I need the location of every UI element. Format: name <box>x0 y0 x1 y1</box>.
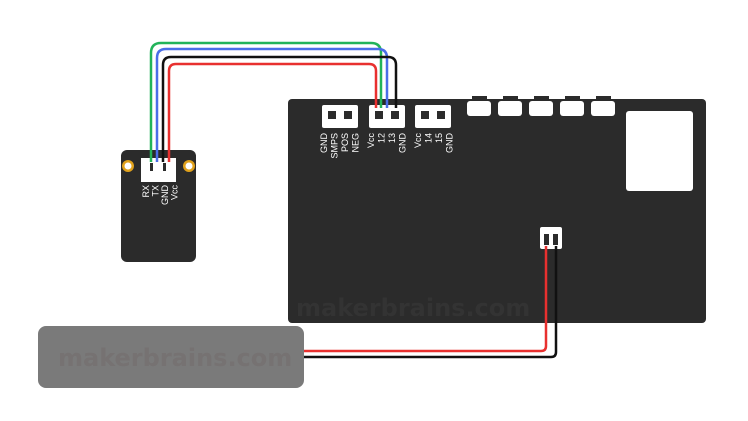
pin-label: GND <box>445 133 455 154</box>
pin-label: 13 <box>387 133 397 143</box>
pin-label: Vcc <box>170 185 180 201</box>
pin-label: 12 <box>377 133 387 143</box>
battery-pack: makerbrains.com <box>38 326 304 388</box>
pin-label: SMPS <box>330 133 340 159</box>
serial-module-body <box>121 150 196 262</box>
board-watermark: makerbrains.com <box>296 294 530 322</box>
wire-tx-blue <box>155 47 389 162</box>
pin-label: POS <box>340 133 350 152</box>
controller-board-body <box>288 99 706 323</box>
board-button[interactable] <box>560 96 584 116</box>
pin-label: 15 <box>434 133 444 143</box>
controller-board: makerbrains.com <box>288 96 706 323</box>
pin-label: TX <box>151 185 161 197</box>
battery-watermark: makerbrains.com <box>58 344 292 372</box>
board-button[interactable] <box>498 96 522 116</box>
serial-header <box>369 105 405 128</box>
board-button[interactable] <box>591 96 615 116</box>
wire-vcc-red <box>167 62 378 162</box>
io-header <box>415 105 451 128</box>
pin-label: Vcc <box>366 133 376 149</box>
serial-module-connector <box>141 158 176 182</box>
pin-label: RX <box>141 185 151 198</box>
board-button[interactable] <box>467 96 491 116</box>
board-button[interactable] <box>529 96 553 116</box>
pin-label: NEG <box>351 133 361 153</box>
pin-label: GND <box>160 185 170 206</box>
power-header <box>322 105 358 128</box>
pin-label: 14 <box>424 133 434 143</box>
pin-label: Vcc <box>413 133 423 149</box>
wire-battery-red <box>304 246 548 353</box>
display-window <box>626 111 693 191</box>
button-row <box>467 96 615 116</box>
battery-body <box>38 326 304 388</box>
pin-label: GND <box>398 133 408 154</box>
pin-label: GND <box>319 133 329 154</box>
battery-connector <box>540 227 562 249</box>
wire-battery-black <box>304 246 558 359</box>
wire-gnd-black <box>161 55 398 162</box>
